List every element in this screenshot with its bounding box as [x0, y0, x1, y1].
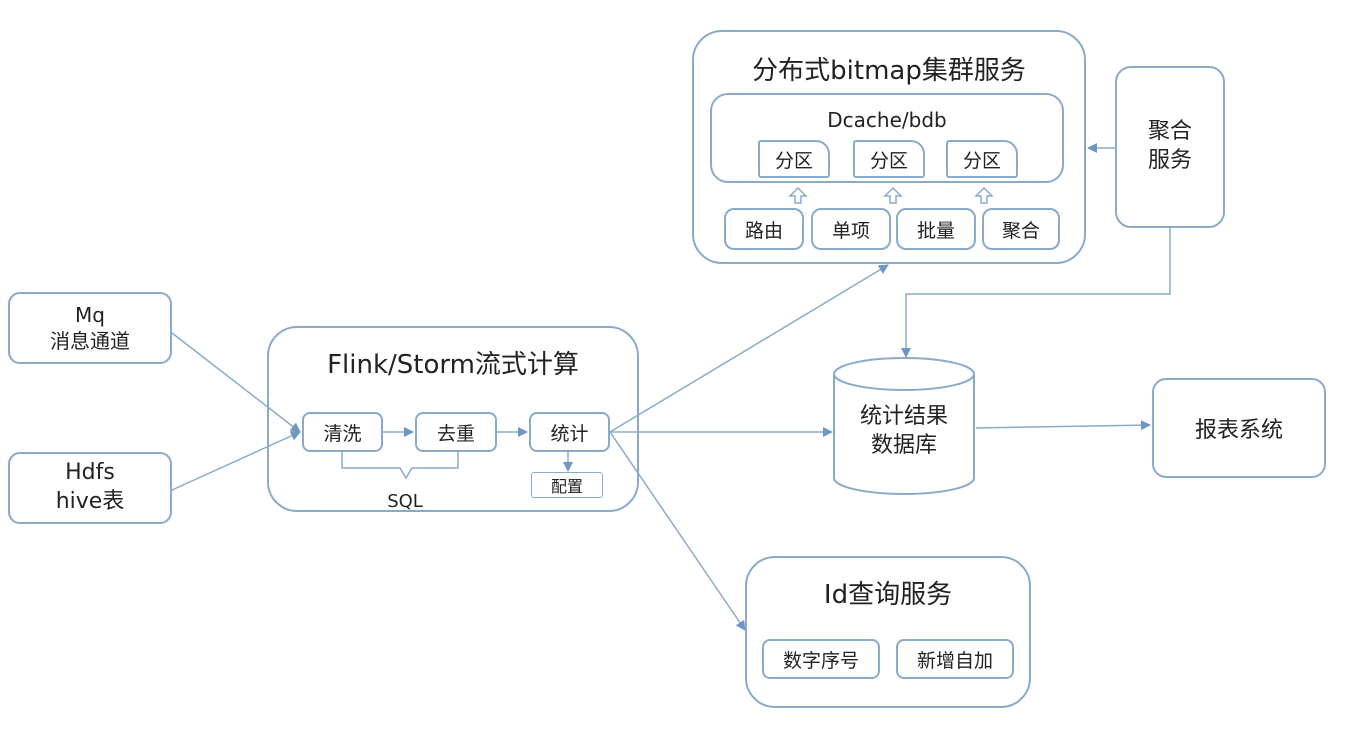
up-arrow-icon: [883, 186, 903, 204]
op-single: 单项: [811, 208, 891, 250]
op-label: 单项: [831, 219, 870, 242]
id-item-autoincrement: 新增自加: [896, 639, 1014, 679]
partition-2: 分区: [853, 140, 925, 178]
up-arrow-icon: [974, 186, 994, 204]
id-item-label: 新增自加: [916, 649, 993, 672]
flink-title: Flink/Storm流式计算: [327, 349, 579, 380]
arrow-aggregate-to-result-db: [901, 228, 1171, 358]
dedup-step: 去重: [415, 412, 497, 452]
op-aggregate: 聚合: [982, 208, 1060, 250]
clean-label: 清洗: [323, 422, 362, 445]
hdfs-name: Hdfs: [65, 460, 115, 486]
up-arrow-icon: [788, 186, 808, 204]
stats-step: 统计: [529, 412, 610, 452]
arrow-stats-to-bitmap: [609, 264, 889, 433]
report-label: 报表系统: [1194, 418, 1283, 443]
op-label: 聚合: [1001, 219, 1040, 242]
aggregate-line2: 服务: [1147, 148, 1192, 173]
partition-3: 分区: [946, 140, 1018, 178]
partition-label: 分区: [869, 149, 908, 172]
result-db-cylinder: [833, 357, 975, 495]
storage-title: Dcache/bdb: [827, 108, 947, 132]
mq-name: Mq: [75, 303, 105, 327]
arrow-result-db-to-report: [975, 420, 1151, 431]
arrow-stats-to-id-service: [609, 431, 746, 631]
flink-storm-group: Flink/Storm流式计算: [267, 326, 639, 512]
op-label: 批量: [916, 219, 955, 242]
id-item-sequence: 数字序号: [762, 639, 880, 679]
id-item-label: 数字序号: [782, 649, 859, 672]
arrow-hdfs-to-clean: [171, 431, 301, 491]
hdfs-source-node: Hdfs hive表: [8, 452, 172, 524]
result-db-line1: 统计结果: [859, 404, 948, 430]
sql-brace: [341, 452, 459, 480]
id-query-service-group: Id查询服务: [745, 556, 1031, 708]
aggregate-line1: 聚合: [1147, 119, 1192, 145]
op-batch: 批量: [896, 208, 976, 250]
mq-desc: 消息通道: [50, 329, 130, 353]
partition-label: 分区: [962, 149, 1001, 172]
config-label: 配置: [550, 477, 583, 496]
op-label: 路由: [744, 219, 783, 242]
clean-step: 清洗: [302, 412, 383, 452]
hdfs-desc: hive表: [55, 489, 125, 514]
dcache-storage: Dcache/bdb: [710, 93, 1064, 183]
partition-label: 分区: [774, 149, 813, 172]
id-service-title: Id查询服务: [823, 579, 953, 610]
aggregate-service-node: 聚合 服务: [1115, 66, 1225, 228]
stats-label: 统计: [550, 422, 589, 445]
config-doc: 配置: [531, 472, 603, 498]
sql-label: SQL: [387, 490, 423, 512]
mq-source-node: Mq 消息通道: [8, 292, 172, 364]
result-db-line2: 数据库: [870, 433, 937, 458]
result-db-label: 统计结果 数据库: [834, 392, 974, 472]
bitmap-title: 分布式bitmap集群服务: [752, 55, 1026, 86]
arrow-mq-to-clean: [171, 332, 301, 433]
report-system-node: 报表系统: [1152, 378, 1326, 478]
op-route: 路由: [724, 208, 804, 250]
dedup-label: 去重: [436, 422, 475, 445]
partition-1: 分区: [758, 140, 830, 178]
bitmap-cluster-group: 分布式bitmap集群服务: [692, 30, 1086, 264]
